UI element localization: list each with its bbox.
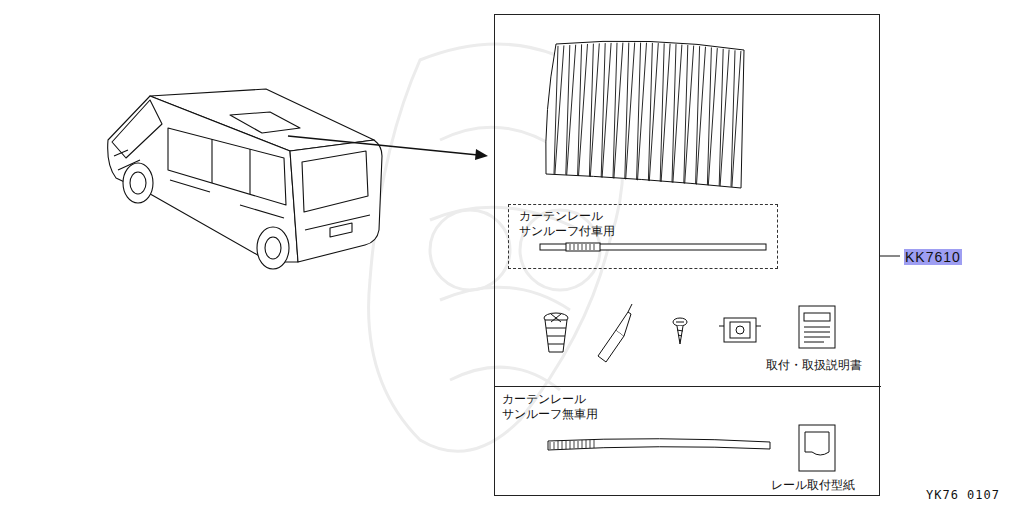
part-name: 取付・取扱説明書 — [766, 358, 862, 373]
rail-clip — [719, 318, 761, 342]
part-name: カーテンレール サンルーフ無車用 — [502, 392, 610, 422]
curtain-rail — [540, 243, 766, 251]
part-name: カーテンレール サンルーフ付車用 — [519, 209, 627, 239]
template-icon — [799, 425, 835, 471]
pleat-line — [720, 50, 729, 187]
diagram-code: YK76 0107 — [926, 488, 1000, 503]
pleat-line — [626, 43, 635, 180]
pleat-line — [638, 43, 647, 181]
pleat-line — [614, 43, 623, 179]
pleat-line — [579, 44, 588, 176]
curtain-rail — [548, 439, 770, 450]
pleat-line — [590, 43, 599, 176]
car-illustration — [108, 89, 382, 269]
option-section: カーテンレール サンルーフ無車用レール取付型紙 — [495, 386, 881, 497]
pleat-line — [673, 45, 682, 183]
part-number: KK7610 — [904, 249, 962, 265]
pointer-arrow — [288, 136, 488, 160]
curtain — [546, 41, 744, 188]
push-rivet — [544, 313, 568, 352]
pleat-line — [649, 43, 658, 181]
pleat-line — [602, 43, 611, 178]
pleat-line — [661, 44, 670, 182]
leader-line — [880, 256, 900, 257]
screw — [673, 318, 687, 344]
adhesive-tube — [598, 304, 632, 362]
manual-icon — [799, 306, 835, 348]
kit-box: KK7610カーテンレール サンルーフ付車用カーテンレール サンルーフ無車用レー… — [494, 14, 880, 496]
pleat-line — [567, 45, 576, 175]
pleat-line — [732, 51, 741, 187]
part-name: レール取付型紙 — [771, 478, 855, 493]
pleat-line — [685, 46, 694, 184]
pleat-line — [697, 47, 706, 185]
pleat-line — [708, 48, 717, 185]
pleat-line — [555, 45, 564, 174]
option-box: カーテンレール サンルーフ付車用 — [508, 204, 778, 269]
